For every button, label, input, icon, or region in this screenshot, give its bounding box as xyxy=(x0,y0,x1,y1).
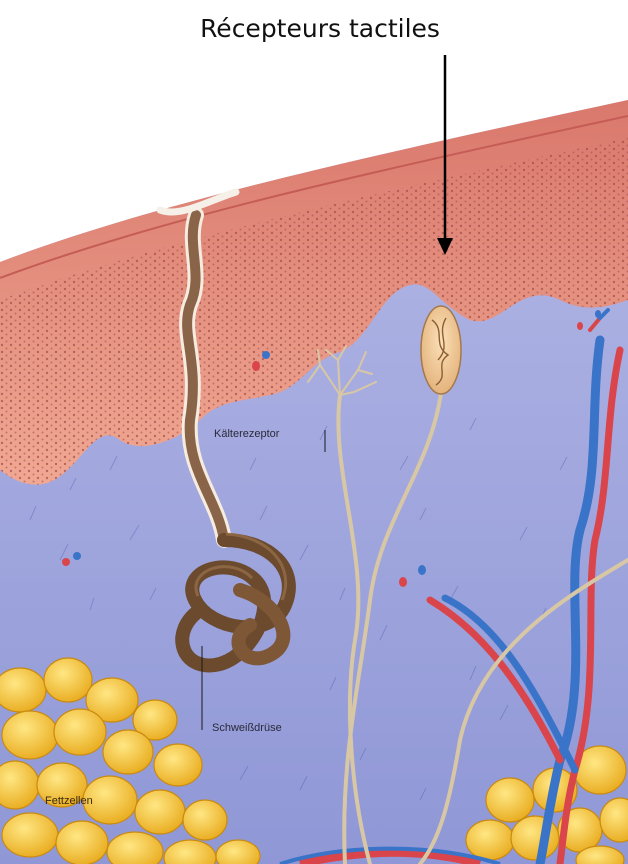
annotation-title: Récepteurs tactiles xyxy=(170,14,470,43)
label-fat-cells: Fettzellen xyxy=(45,795,93,807)
label-sweat-gland: Schweißdrüse xyxy=(212,722,282,734)
label-cold-receptor: Kälterezeptor xyxy=(214,428,279,440)
tactile-corpuscle xyxy=(421,306,461,394)
